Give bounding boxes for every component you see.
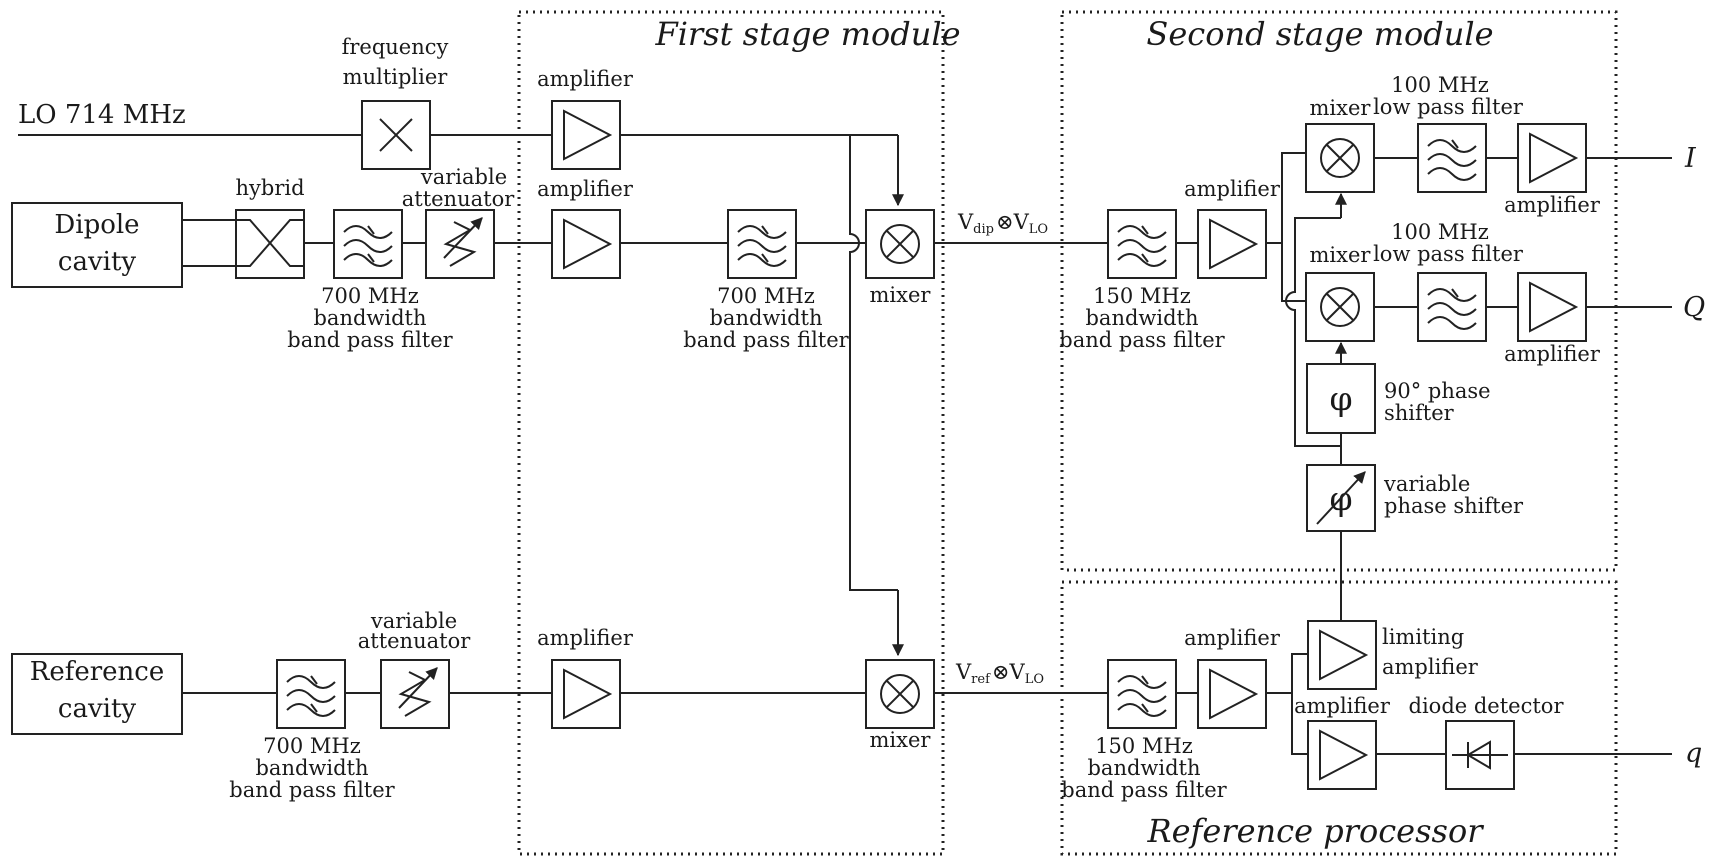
bpf700-dipole-label-2: bandwidth [313, 306, 426, 330]
lpf-q-label-1: 100 MHz [1391, 220, 1489, 244]
amplifier-detector [1307, 720, 1377, 790]
diode-detector [1445, 720, 1515, 790]
svg-text:Dipole: Dipole [54, 210, 139, 240]
amp-i-label: amplifier [1504, 193, 1601, 217]
bpf150-second-label-1: 150 MHz [1093, 284, 1191, 308]
bpf150-ref-label-3: band pass filter [1061, 778, 1227, 802]
amplifier-i [1517, 123, 1587, 193]
varphase-label-1: variable [1383, 472, 1470, 496]
amplifier-q [1517, 272, 1587, 342]
bpf700-first-label-1: 700 MHz [717, 284, 815, 308]
var-att-ref-label-2: attenuator [358, 629, 471, 653]
signal-vref-vlo: Vref⊗VLO [955, 660, 1044, 687]
svg-text:cavity: cavity [58, 694, 137, 724]
second-stage-title: Second stage module [1146, 15, 1493, 53]
second-stage-module-box [1060, 10, 1618, 572]
amplifier-second-stage [1197, 209, 1267, 279]
lpf-100-q [1417, 272, 1487, 342]
mixer-q [1305, 272, 1375, 342]
bpf-700-reference [276, 659, 346, 729]
lpf-q-label-2: low pass filter [1373, 242, 1524, 266]
amp-refproc-label: amplifier [1184, 626, 1281, 650]
lo-label: LO 714 MHz [18, 100, 186, 130]
bpf150-ref-label-2: bandwidth [1087, 756, 1200, 780]
bpf700-first-label-3: band pass filter [683, 328, 849, 352]
bpf700-ref-label-3: band pass filter [229, 778, 395, 802]
varphase-label-2: phase shifter [1384, 494, 1524, 518]
signal-vdip-vlo: Vdip⊗VLO [957, 210, 1048, 237]
output-i: I [1684, 143, 1697, 174]
variable-attenuator-reference [380, 659, 450, 729]
bpf700-dipole-label-3: band pass filter [287, 328, 453, 352]
lpf-i-label-2: low pass filter [1373, 95, 1524, 119]
freq-mult-label-2: multiplier [343, 65, 449, 89]
variable-phase-shifter: φ [1306, 464, 1376, 532]
limiting-label-2: amplifier [1382, 655, 1479, 679]
lpf-i-label-1: 100 MHz [1391, 73, 1489, 97]
bpf-700-first-stage [727, 209, 797, 279]
amplifier-reference-processor [1197, 659, 1267, 729]
var-att-ref-label-1: variable [370, 609, 457, 633]
amp-q-label: amplifier [1504, 342, 1601, 366]
first-stage-title: First stage module [654, 15, 960, 53]
bpf700-dipole-label-1: 700 MHz [321, 284, 419, 308]
reference-cavity: Reference cavity [11, 653, 183, 735]
output-q-lower: q [1685, 738, 1702, 769]
lpf-100-i [1417, 123, 1487, 193]
bpf700-ref-label-2: bandwidth [255, 756, 368, 780]
limiting-label-1: limiting [1382, 625, 1464, 649]
bpf150-second-label-3: band pass filter [1059, 328, 1225, 352]
amplifier-dipole [551, 209, 621, 279]
svg-text:φ: φ [1329, 379, 1352, 418]
bpf-150-reference-processor [1107, 659, 1177, 729]
mixer-dipole [865, 209, 935, 279]
bpf-150-second-stage [1107, 209, 1177, 279]
amp-detector-label: amplifier [1294, 694, 1391, 718]
bpf700-first-label-2: bandwidth [709, 306, 822, 330]
bpf150-ref-label-1: 150 MHz [1095, 734, 1193, 758]
amp-ref-label: amplifier [537, 626, 634, 650]
phase90-label-2: shifter [1384, 401, 1455, 425]
amp-lo-label: amplifier [537, 67, 634, 91]
phase-shifter-90: φ [1306, 363, 1376, 434]
hybrid-block [235, 209, 305, 279]
output-q-upper: Q [1683, 292, 1705, 323]
wires [18, 134, 1672, 755]
mixer-i-label: mixer [1310, 96, 1372, 120]
mixer-ref-label: mixer [870, 728, 932, 752]
amplifier-reference [551, 659, 621, 729]
mixer-q-label: mixer [1310, 243, 1372, 267]
frequency-multiplier-block [361, 100, 431, 170]
var-att-label-2: attenuator [402, 187, 515, 211]
amplifier-lo [551, 100, 621, 170]
dipole-cavity: Dipole cavity [11, 202, 183, 288]
reference-processor-title: Reference processor [1147, 812, 1485, 850]
hybrid-label: hybrid [235, 176, 304, 200]
amp-dipole-label: amplifier [537, 177, 634, 201]
bpf-700-dipole [333, 209, 403, 279]
first-stage-module-box [517, 10, 945, 856]
amp-second-stage-label: amplifier [1184, 177, 1281, 201]
mixer-reference [865, 659, 935, 729]
svg-text:Reference: Reference [30, 657, 164, 687]
phase90-label-1: 90° phase [1384, 379, 1491, 403]
mixer-dipole-label: mixer [870, 283, 932, 307]
limiting-amplifier [1307, 620, 1377, 690]
bpf700-ref-label-1: 700 MHz [263, 734, 361, 758]
mixer-i [1305, 123, 1375, 193]
svg-text:cavity: cavity [58, 247, 137, 277]
diode-detector-label: diode detector [1409, 694, 1565, 718]
var-att-label-1: variable [420, 165, 507, 189]
variable-attenuator-dipole [425, 209, 495, 279]
bpf150-second-label-2: bandwidth [1085, 306, 1198, 330]
freq-mult-label-1: frequency [342, 35, 449, 59]
